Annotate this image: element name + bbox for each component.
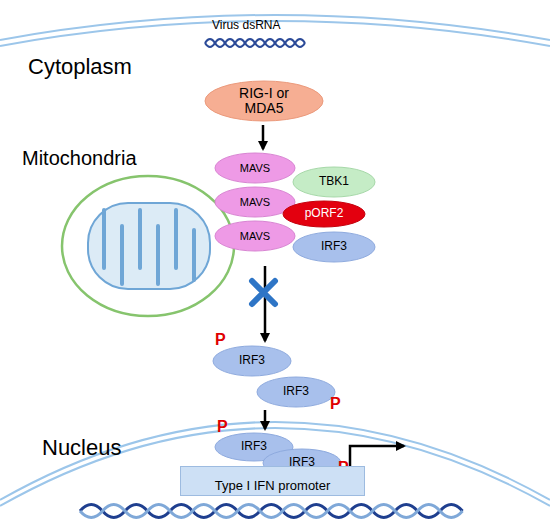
organelle-label: Mitochondria (22, 148, 137, 168)
node-text: IRF3 (239, 354, 265, 367)
phosphate-mark: P (330, 396, 341, 412)
adaptor-ellipse: MAVS (214, 152, 296, 184)
phosphate-mark: P (217, 419, 228, 435)
node-shape (215, 221, 295, 251)
dna-strand (80, 505, 463, 518)
signal-arrow (264, 266, 267, 341)
receptor-ellipse: RIG-I or MDA5 (204, 80, 324, 122)
node-text: IRF3 (321, 240, 347, 253)
dsrna-strand (205, 39, 305, 47)
mitochondrion-inner (88, 203, 210, 289)
nuclear-membrane (0, 422, 550, 500)
compartment-label: Cytoplasm (28, 56, 132, 78)
signal-arrow (262, 125, 265, 149)
phosphate-mark: P (215, 332, 226, 348)
kinase-ellipse: TBK1 (292, 166, 376, 198)
node-shape (181, 467, 365, 496)
cell-membrane (0, 15, 550, 40)
node-text: IRF3 (241, 440, 267, 453)
node-shape (257, 377, 335, 407)
node-shape (293, 232, 375, 262)
node-text: MAVS (240, 162, 270, 174)
compartment-label: Nucleus (42, 437, 121, 459)
adaptor-ellipse: MAVS (214, 220, 296, 252)
node-shape (293, 167, 375, 197)
node-text: Type I IFN promoter (215, 479, 331, 493)
dna-strand (80, 505, 463, 518)
node-shape (215, 153, 295, 183)
node-shape (283, 201, 365, 227)
node-text: IRF3 (283, 385, 309, 398)
phospho-factor-ellipse: IRF3P (256, 376, 336, 408)
node-text: pORF2 (305, 207, 344, 220)
dsrna-strand (205, 39, 305, 47)
node-text: RIG-I or MDA5 (232, 86, 296, 117)
block-cross (252, 281, 275, 304)
node-shape (205, 81, 323, 121)
stimulus-label: Virus dsRNA (212, 19, 280, 31)
mitochondrion-outer (62, 176, 234, 316)
node-text: MAVS (240, 230, 270, 242)
promoter-box: Type I IFN promoter (180, 466, 365, 496)
node-text: MAVS (240, 196, 270, 208)
phospho-factor-ellipse: PIRF3 (212, 345, 292, 377)
viral-protein-ellipse: pORF2 (282, 200, 366, 228)
mitochondrion-cristae (104, 210, 194, 284)
nuclear-membrane (0, 428, 550, 506)
signal-arrow (264, 410, 267, 429)
node-shape (213, 346, 291, 376)
transcription-arrow (350, 446, 404, 466)
factor-ellipse: IRF3 (292, 231, 376, 263)
node-text: TBK1 (319, 175, 349, 188)
